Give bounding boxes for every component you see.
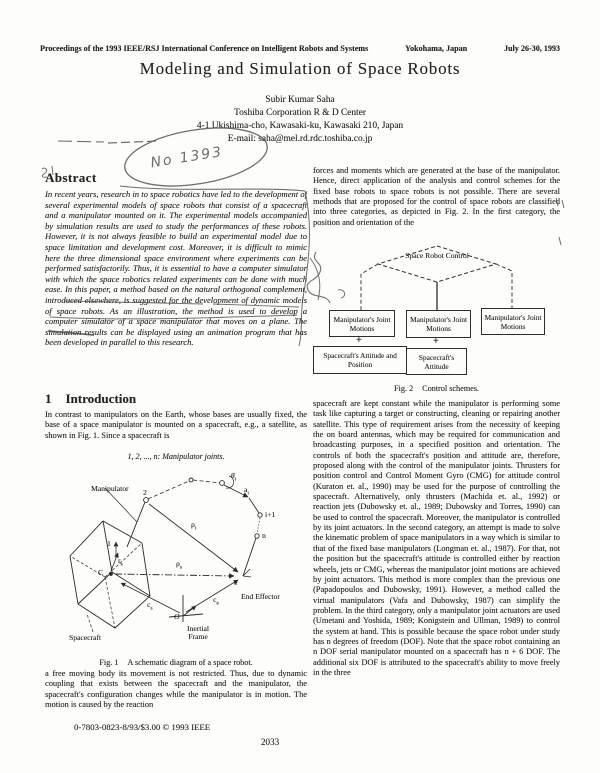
figure2-caption-text: Control schemes.	[422, 384, 479, 393]
author-address: 4-1 Ukishima-cho, Kawasaki-ku, Kawasaki …	[196, 121, 404, 131]
paper-title: Modeling and Simulation of Space Robots	[139, 59, 461, 78]
author-affiliation: Toshiba Corporation R & D Center	[234, 108, 366, 118]
figure2: Space Robot Control Manipulator's Joint …	[305, 240, 563, 384]
intro-paragraph-1: In contrast to manipulators on the Earth…	[45, 410, 307, 440]
section1-title: Introduction	[65, 391, 137, 406]
figure2-connectors	[360, 245, 513, 310]
label-origin: O	[174, 612, 180, 621]
figure2-box-joint-motions-2: Manipulator's Joint Motions	[406, 310, 471, 338]
figure2-box-joint-motions-1: Manipulator's Joint Motions	[329, 310, 395, 337]
author-name: Subir Kumar Saha	[265, 95, 335, 105]
section1-heading: 1 Introduction	[45, 391, 307, 407]
label-c-s: cs	[147, 600, 153, 612]
figure2-caption-label: Fig. 2	[394, 384, 414, 393]
figure1-caption-text: A schematic diagram of a space robot.	[127, 658, 253, 667]
right-paragraph-1: forces and moments which are generated a…	[313, 166, 560, 227]
label-center-mass: C	[98, 568, 104, 577]
section1-number: 1	[45, 391, 52, 406]
figure1-joints-note: 1, 2, ..., n: Manipulator joints.	[127, 452, 225, 461]
label-end-effector: End Effector	[241, 592, 280, 601]
label-e-point: e	[234, 578, 238, 587]
figure2-box-attitude-position: Spacecraft's Attitude and Position	[313, 346, 407, 374]
figure1-caption-label: Fig. 1	[99, 658, 119, 667]
label-joint-2: 2	[143, 488, 147, 497]
abstract-text: In recent years, research in to space ro…	[45, 189, 307, 348]
label-joint-n: n	[262, 531, 266, 540]
right-paragraph-2: spacecraft are kept constant while the m…	[313, 399, 560, 677]
label-rho-i: ρi	[191, 520, 197, 532]
intro-paragraph-2: a free moving body its movement is not r…	[45, 669, 307, 710]
figure1-diagram	[69, 475, 263, 633]
figure2-diamond-label: Space Robot Control	[405, 251, 469, 260]
abstract-heading: Abstract	[45, 170, 97, 185]
figure2-box-attitude: Spacecraft's Attitude	[406, 348, 467, 375]
label-manipulator: Manipulator	[91, 484, 129, 493]
page-number: 2033	[260, 737, 280, 747]
label-c-e: ce	[213, 595, 219, 607]
figure1: Manipulator 2 θ̇i ai i+1 n ρi ρs rs 1 C …	[45, 464, 307, 658]
label-a-i: ai	[244, 485, 249, 497]
figure2-box-joint-motions-3: Manipulator's Joint Motions	[481, 308, 545, 335]
figure2-plus-middle: +	[433, 336, 439, 347]
conference-location: Yokohama, Japan	[405, 44, 468, 53]
copyright-line: 0-7803-0823-8/93/$3.00 © 1993 IEEE	[74, 722, 211, 732]
figure2-plus-left: +	[356, 335, 362, 346]
label-r-s: rs	[118, 556, 123, 568]
label-rho-s: ρs	[176, 559, 182, 571]
conference-header: Proceedings of the 1993 IEEE/RSJ Interna…	[40, 44, 560, 53]
label-inertial-frame: Inertial Frame	[187, 624, 209, 642]
label-joint-i1: i+1	[265, 510, 276, 519]
author-block: Subir Kumar Saha Toshiba Corporation R &…	[0, 94, 600, 146]
figure2-caption: Fig. 2 Control schemes.	[313, 384, 560, 393]
author-email: E-mail: saha@mel.rd.rdc.toshiba.co.jp	[227, 134, 373, 144]
label-spacecraft: Spacecraft	[69, 633, 102, 642]
conference-dates: July 26-30, 1993	[503, 44, 560, 53]
proceedings-text: Proceedings of the 1993 IEEE/RSJ Interna…	[40, 44, 369, 53]
figure1-caption: Fig. 1 A schematic diagram of a space rob…	[45, 658, 307, 667]
label-joint-1: 1	[107, 539, 111, 548]
label-theta-dot: θ̇i	[231, 471, 237, 483]
